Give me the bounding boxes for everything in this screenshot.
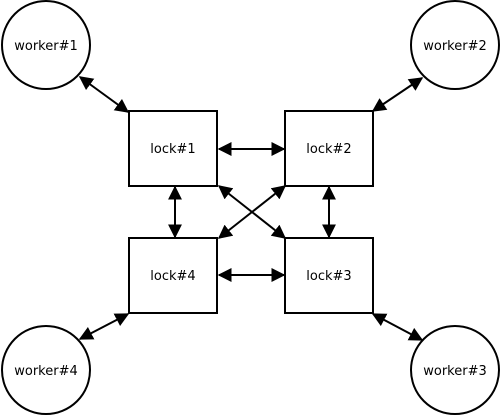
lock-node-4: lock#4 (128, 237, 218, 314)
worker-circle (410, 325, 500, 415)
lock-node-3: lock#3 (284, 237, 374, 314)
lock-label: lock#4 (150, 269, 195, 284)
worker-circle (1, 0, 91, 90)
lock-node-2: lock#2 (284, 110, 374, 187)
lock-label: lock#1 (150, 142, 195, 157)
edge-l2-l4-arrow (217, 185, 287, 239)
worker-node-2: worker#2 (410, 0, 500, 90)
lock-box (128, 110, 218, 187)
edges-layer (78, 76, 424, 341)
edge-w2-l2-arrow (371, 77, 424, 112)
lock-box (128, 237, 218, 314)
edge-w1-l1-arrow (78, 76, 130, 113)
edge-w4-l4-arrow (78, 313, 130, 340)
worker-circle (410, 0, 500, 90)
worker-label: worker#1 (14, 39, 78, 54)
worker-node-1: worker#1 (1, 0, 91, 90)
worker-node-3: worker#3 (410, 325, 500, 415)
lock-label: lock#2 (306, 142, 351, 157)
lock-node-1: lock#1 (128, 110, 218, 187)
worker-label: worker#4 (14, 364, 78, 379)
lock-label: lock#3 (306, 269, 351, 284)
lock-box (284, 110, 374, 187)
worker-node-4: worker#4 (1, 325, 91, 415)
edge-w3-l3-arrow (371, 313, 424, 341)
worker-label: worker#3 (423, 364, 487, 379)
worker-label: worker#2 (423, 39, 487, 54)
worker-circle (1, 325, 91, 415)
lock-box (284, 237, 374, 314)
